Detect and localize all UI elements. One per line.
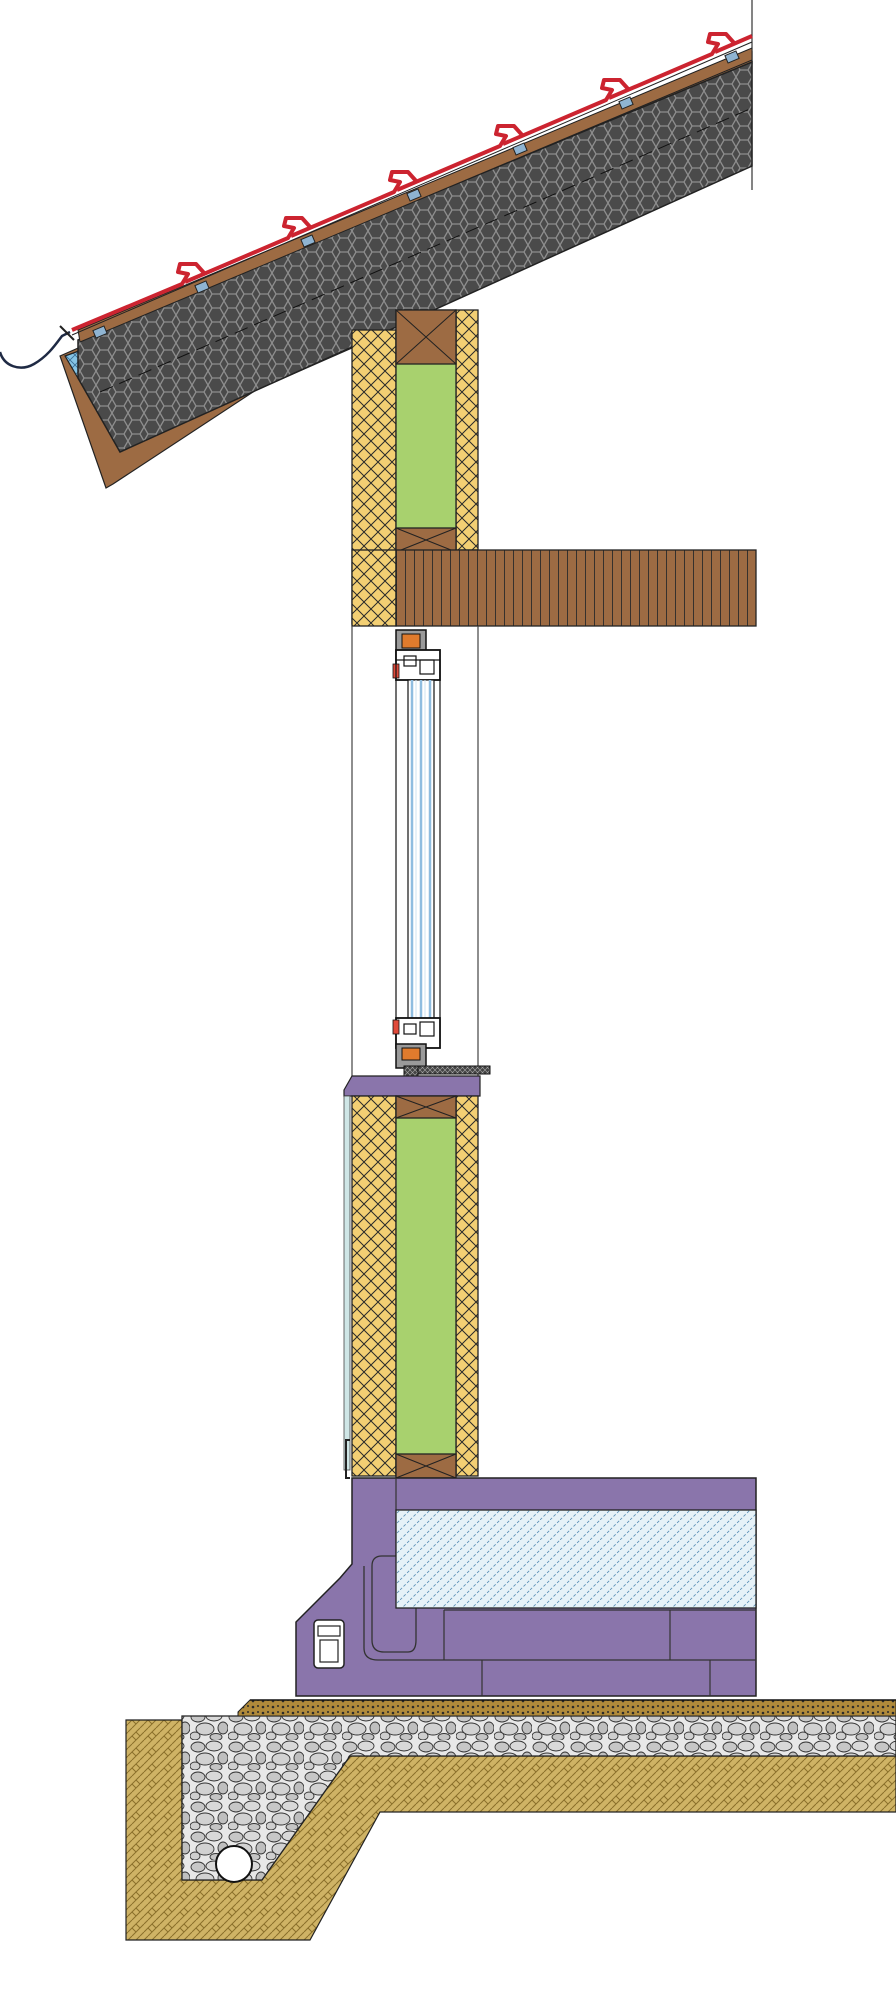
lower-bottom-plate-cross <box>395 1453 457 1479</box>
gutter-edge <box>59 325 75 341</box>
lower-wall-sill-cap <box>343 1075 481 1097</box>
gutter <box>0 330 71 369</box>
formwork-inner-cavity <box>371 1555 417 1653</box>
upper-wall-inner-fibreboard <box>455 309 479 551</box>
glazing-unit <box>395 659 441 1041</box>
lower-wall-mineral-wool <box>395 1095 457 1477</box>
roof-insulation-centerline <box>99 107 753 393</box>
window-opening <box>351 626 491 1097</box>
perimeter-drain-pipe <box>215 1845 253 1883</box>
intermediate-floor <box>351 549 757 627</box>
floor-joist-timber <box>395 549 757 627</box>
roof-tile-outline <box>71 41 753 336</box>
upper-top-plate-cross <box>395 309 457 365</box>
rim-fibreboard <box>351 549 397 627</box>
lower-top-plate-cross <box>395 1095 457 1119</box>
window-head-frame <box>392 629 441 681</box>
roof-tiles <box>71 32 753 332</box>
foundation <box>295 1477 757 1697</box>
lower-wall-outer-fibreboard <box>351 1095 397 1477</box>
formwork-cavity-outline <box>363 1566 416 1661</box>
render-stop-profile <box>345 1439 350 1479</box>
roof-tile-clips <box>92 50 740 339</box>
bedding-layer <box>237 1699 896 1717</box>
exterior-render <box>343 1095 351 1471</box>
concrete-floor-slab <box>395 1509 757 1609</box>
ground <box>125 1699 896 1941</box>
window-sill-frame <box>392 1017 441 1069</box>
foundation-drain-fitting <box>313 1619 345 1669</box>
gravel-drainage-fill <box>181 1715 896 1881</box>
lower-wall <box>343 1075 481 1479</box>
roof-assembly <box>0 0 753 489</box>
upper-bottom-plate-cross <box>395 527 457 553</box>
roof-insulation <box>77 60 753 453</box>
formwork-block-joints <box>395 1478 756 1696</box>
lower-wall-inner-fibreboard <box>455 1095 479 1477</box>
